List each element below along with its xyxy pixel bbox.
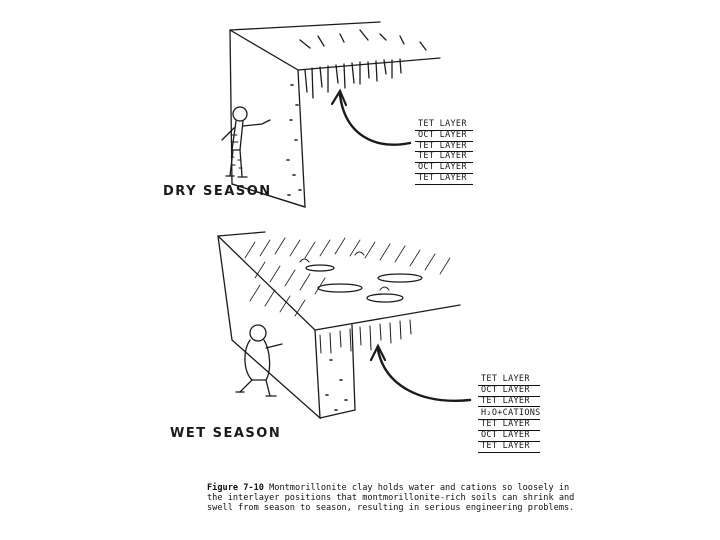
wet-layer-3: TET LAYER [478,397,540,408]
wet-layer-6: TET LAYER [478,442,540,453]
dry-layer-2: OCT LAYER [415,131,473,142]
wet-layer-stack: TET LAYER OCT LAYER TET LAYER H₂O+CATION… [478,375,540,453]
figure-number: Figure 7-10 [207,483,264,493]
dry-wall [230,22,440,207]
wet-season-label: WET SEASON [170,426,281,441]
dry-layer-stack: TET LAYER OCT LAYER TET LAYER TET LAYER … [415,120,473,185]
dry-season-label: DRY SEASON [163,184,272,199]
dry-person [222,107,270,177]
figure-caption: Figure 7-10 Montmorillonite clay holds w… [207,483,577,513]
wet-layer-2: OCT LAYER [478,386,540,397]
dry-layer-6: TET LAYER [415,174,473,185]
wet-person [236,325,282,396]
